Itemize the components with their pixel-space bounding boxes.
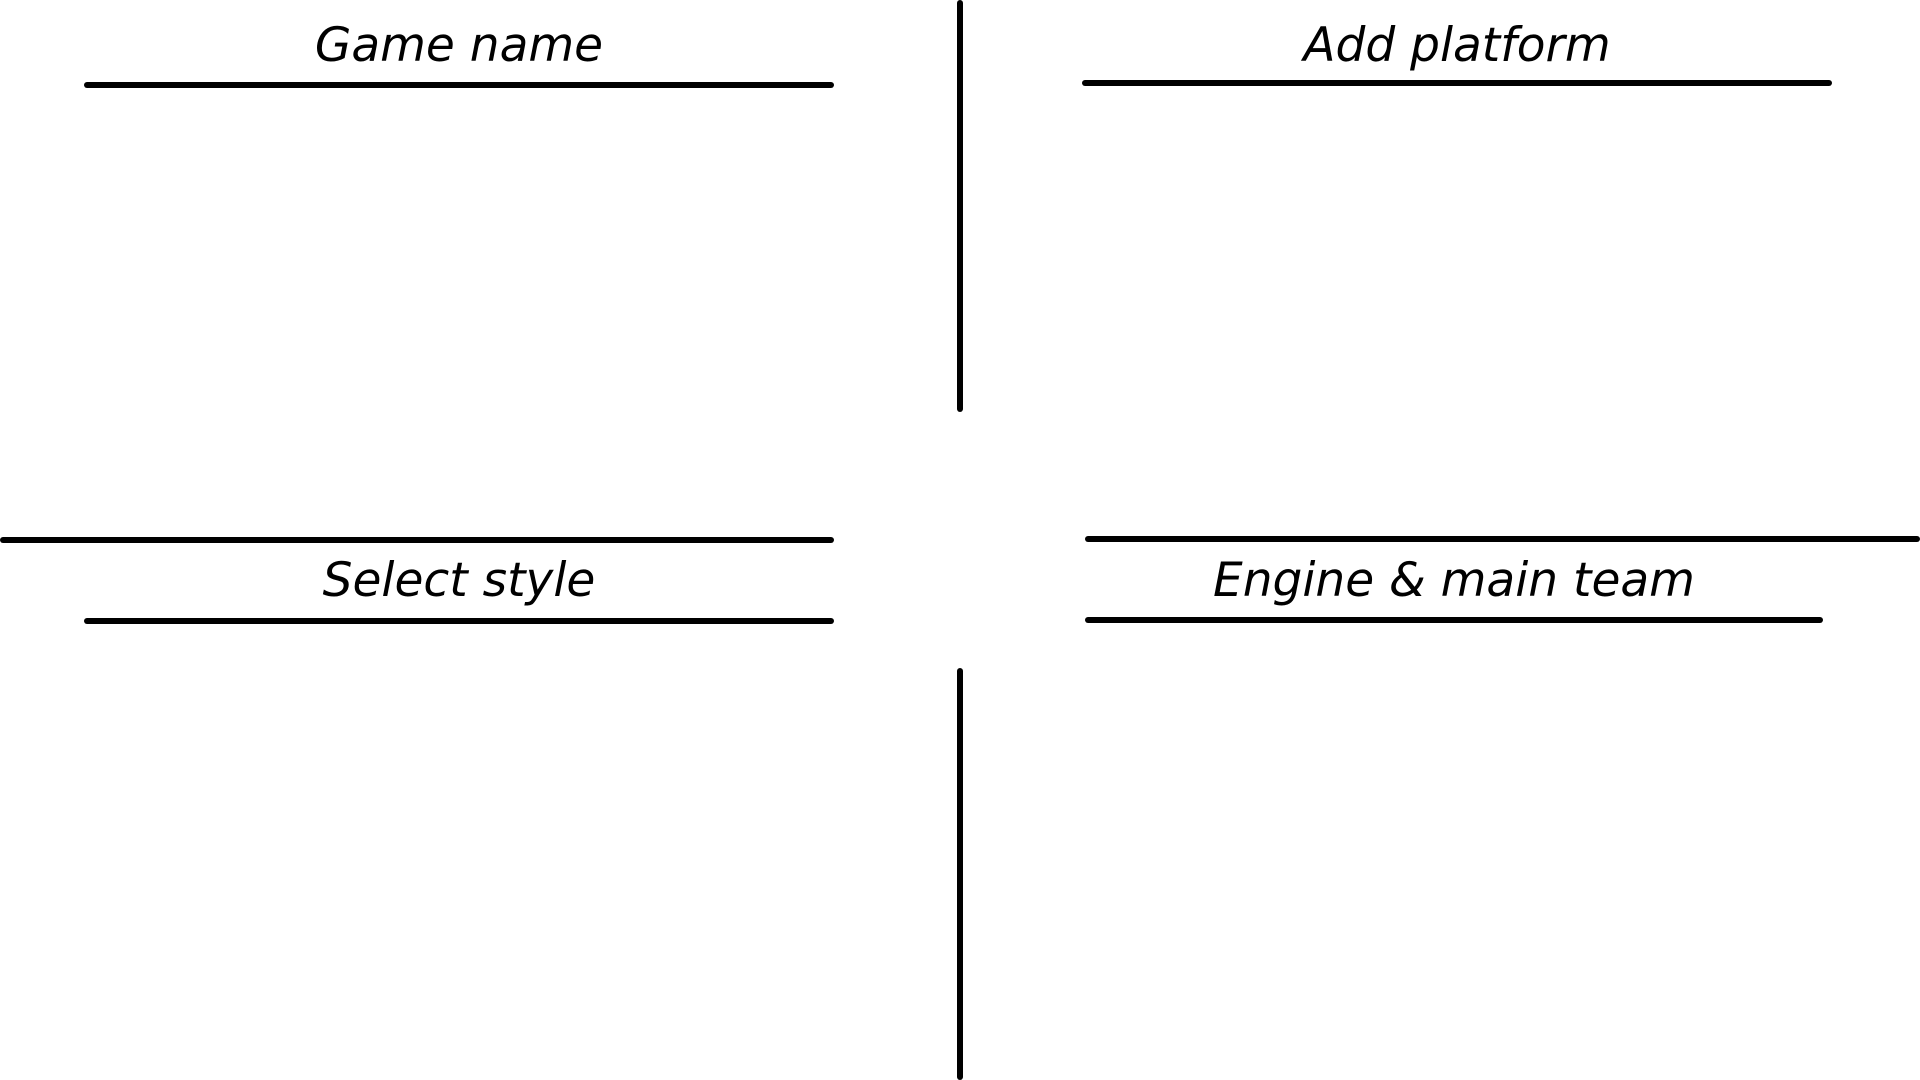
right-horizontal-divider xyxy=(1085,536,1920,542)
game-name-title: Game name xyxy=(314,18,604,73)
add-platform-content-area[interactable] xyxy=(1082,100,1832,520)
top-vertical-divider xyxy=(957,0,963,412)
select-style-title: Select style xyxy=(322,553,596,608)
engine-team-title: Engine & main team xyxy=(1213,553,1695,608)
select-style-section: Select style xyxy=(0,540,960,1080)
add-platform-section: Add platform xyxy=(960,0,1920,540)
game-name-content-area[interactable] xyxy=(84,100,834,520)
select-style-underline xyxy=(84,618,834,624)
add-platform-title: Add platform xyxy=(1303,18,1611,73)
game-name-underline xyxy=(84,82,834,88)
game-name-section: Game name xyxy=(0,0,960,540)
bottom-vertical-divider xyxy=(957,668,963,1080)
engine-team-underline xyxy=(1085,617,1823,623)
engine-team-content-area[interactable] xyxy=(1085,640,1823,1060)
left-horizontal-divider xyxy=(0,537,834,543)
engine-team-section: Engine & main team xyxy=(960,540,1920,1080)
select-style-content-area[interactable] xyxy=(84,640,834,1060)
add-platform-underline xyxy=(1082,80,1832,86)
